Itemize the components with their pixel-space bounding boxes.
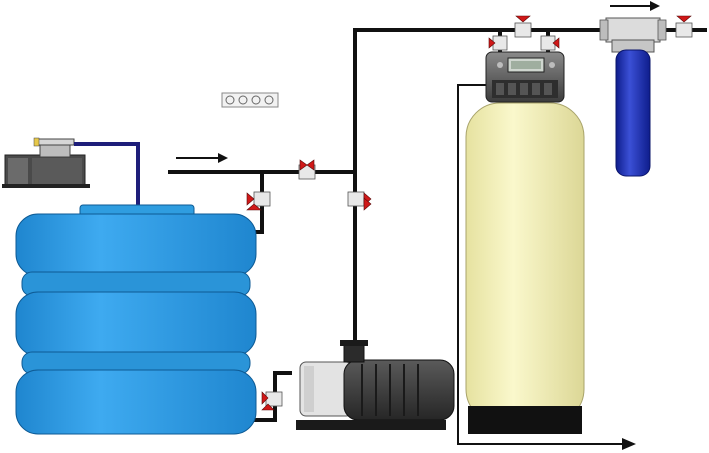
booster-pump <box>296 340 455 430</box>
flow-arrow <box>622 438 636 450</box>
flow-arrow <box>176 153 228 163</box>
ball-valve <box>246 191 271 211</box>
ball-valve <box>298 159 316 180</box>
air-hose <box>74 142 140 208</box>
sensor-block <box>221 92 279 108</box>
control-valve-head <box>485 51 565 103</box>
ball-valve <box>514 15 532 38</box>
ball-valve <box>540 35 560 51</box>
ball-valve <box>488 35 508 51</box>
softener-tank <box>465 102 585 434</box>
ball-valve <box>675 15 693 38</box>
cartridge-filter-housing <box>599 17 667 177</box>
storage-tank <box>15 204 257 435</box>
flow-arrow <box>610 1 660 11</box>
ball-valve <box>347 191 372 211</box>
ball-valve <box>261 391 283 411</box>
